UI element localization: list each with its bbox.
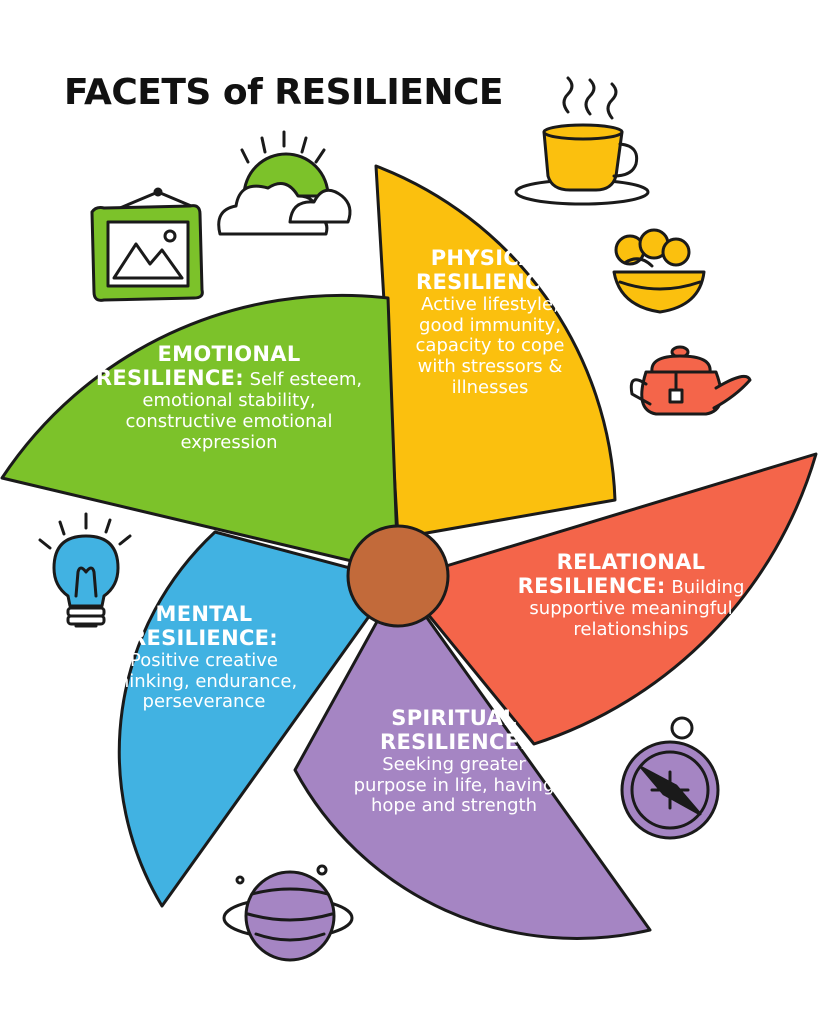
emotional-title-inline: Self esteem, <box>243 369 363 391</box>
physical-desc-3: capacity to cope <box>415 335 565 357</box>
relational-title-inline: Building <box>665 577 745 599</box>
physical-resilience-label: PHYSICAL RESILIENCE: Active lifestyle, g… <box>396 246 584 399</box>
page-title: FACETS of RESILIENCE <box>64 72 503 113</box>
light-bulb-icon <box>38 512 132 628</box>
physical-desc-4: with stressors & <box>417 356 563 378</box>
spiritual-desc-3: hope and strength <box>370 795 538 817</box>
emotional-desc-3: expression <box>180 431 278 453</box>
physical-title-1: PHYSICAL <box>430 246 550 270</box>
emotional-petal <box>0 293 400 574</box>
spiritual-title-1: SPIRITUAL <box>391 706 517 730</box>
relational-desc-1: supportive meaningful <box>529 598 733 620</box>
sun-behind-clouds-icon <box>217 130 352 236</box>
spiritual-desc-2: purpose in life, having <box>353 774 555 796</box>
emotional-desc-2: constructive emotional <box>125 411 333 433</box>
mental-resilience-label: MENTAL RESILIENCE: Positive creative thi… <box>96 602 312 713</box>
relational-petal <box>398 452 818 746</box>
physical-desc-5: illnesses <box>451 377 529 399</box>
physical-title-2: RESILIENCE: <box>415 270 565 295</box>
teapot-icon <box>629 345 752 416</box>
emotional-resilience-label: EMOTIONAL RESILIENCE: Self esteem, emoti… <box>76 342 382 454</box>
planet-icon <box>222 864 354 962</box>
emotional-title-2: RESILIENCE: <box>95 366 244 391</box>
relational-title-2: RESILIENCE: <box>517 574 666 599</box>
emotional-desc-1: emotional stability, <box>142 390 316 412</box>
coffee-cup-icon <box>514 76 650 206</box>
mental-desc-1: Positive creative <box>130 649 278 671</box>
spiritual-resilience-label: SPIRITUAL RESILIENCE: Seeking greater pu… <box>338 706 570 817</box>
picture-frame-icon <box>90 187 204 302</box>
physical-desc-2: good immunity, <box>419 314 561 336</box>
mental-title-2: RESILIENCE: <box>129 626 279 651</box>
center-circle <box>346 524 450 628</box>
physical-desc-1: Active lifestyle, <box>421 293 559 315</box>
spiritual-title-2: RESILIENCE: <box>379 730 529 755</box>
relational-resilience-label: RELATIONAL RESILIENCE: Building supporti… <box>500 550 762 641</box>
emotional-title-1: EMOTIONAL <box>157 342 301 366</box>
spiritual-petal <box>293 578 652 940</box>
physical-petal <box>374 164 617 540</box>
spiritual-desc-1: Seeking greater <box>382 753 526 775</box>
mental-title-1: MENTAL <box>155 602 253 626</box>
relational-title-1: RELATIONAL <box>556 550 706 574</box>
fruit-bowl-icon <box>612 228 706 314</box>
compass-icon <box>620 716 720 840</box>
mental-desc-3: perseverance <box>142 691 266 713</box>
relational-desc-2: relationships <box>573 619 689 641</box>
mental-petal <box>117 530 397 908</box>
mental-desc-2: thinking, endurance, <box>110 670 298 692</box>
